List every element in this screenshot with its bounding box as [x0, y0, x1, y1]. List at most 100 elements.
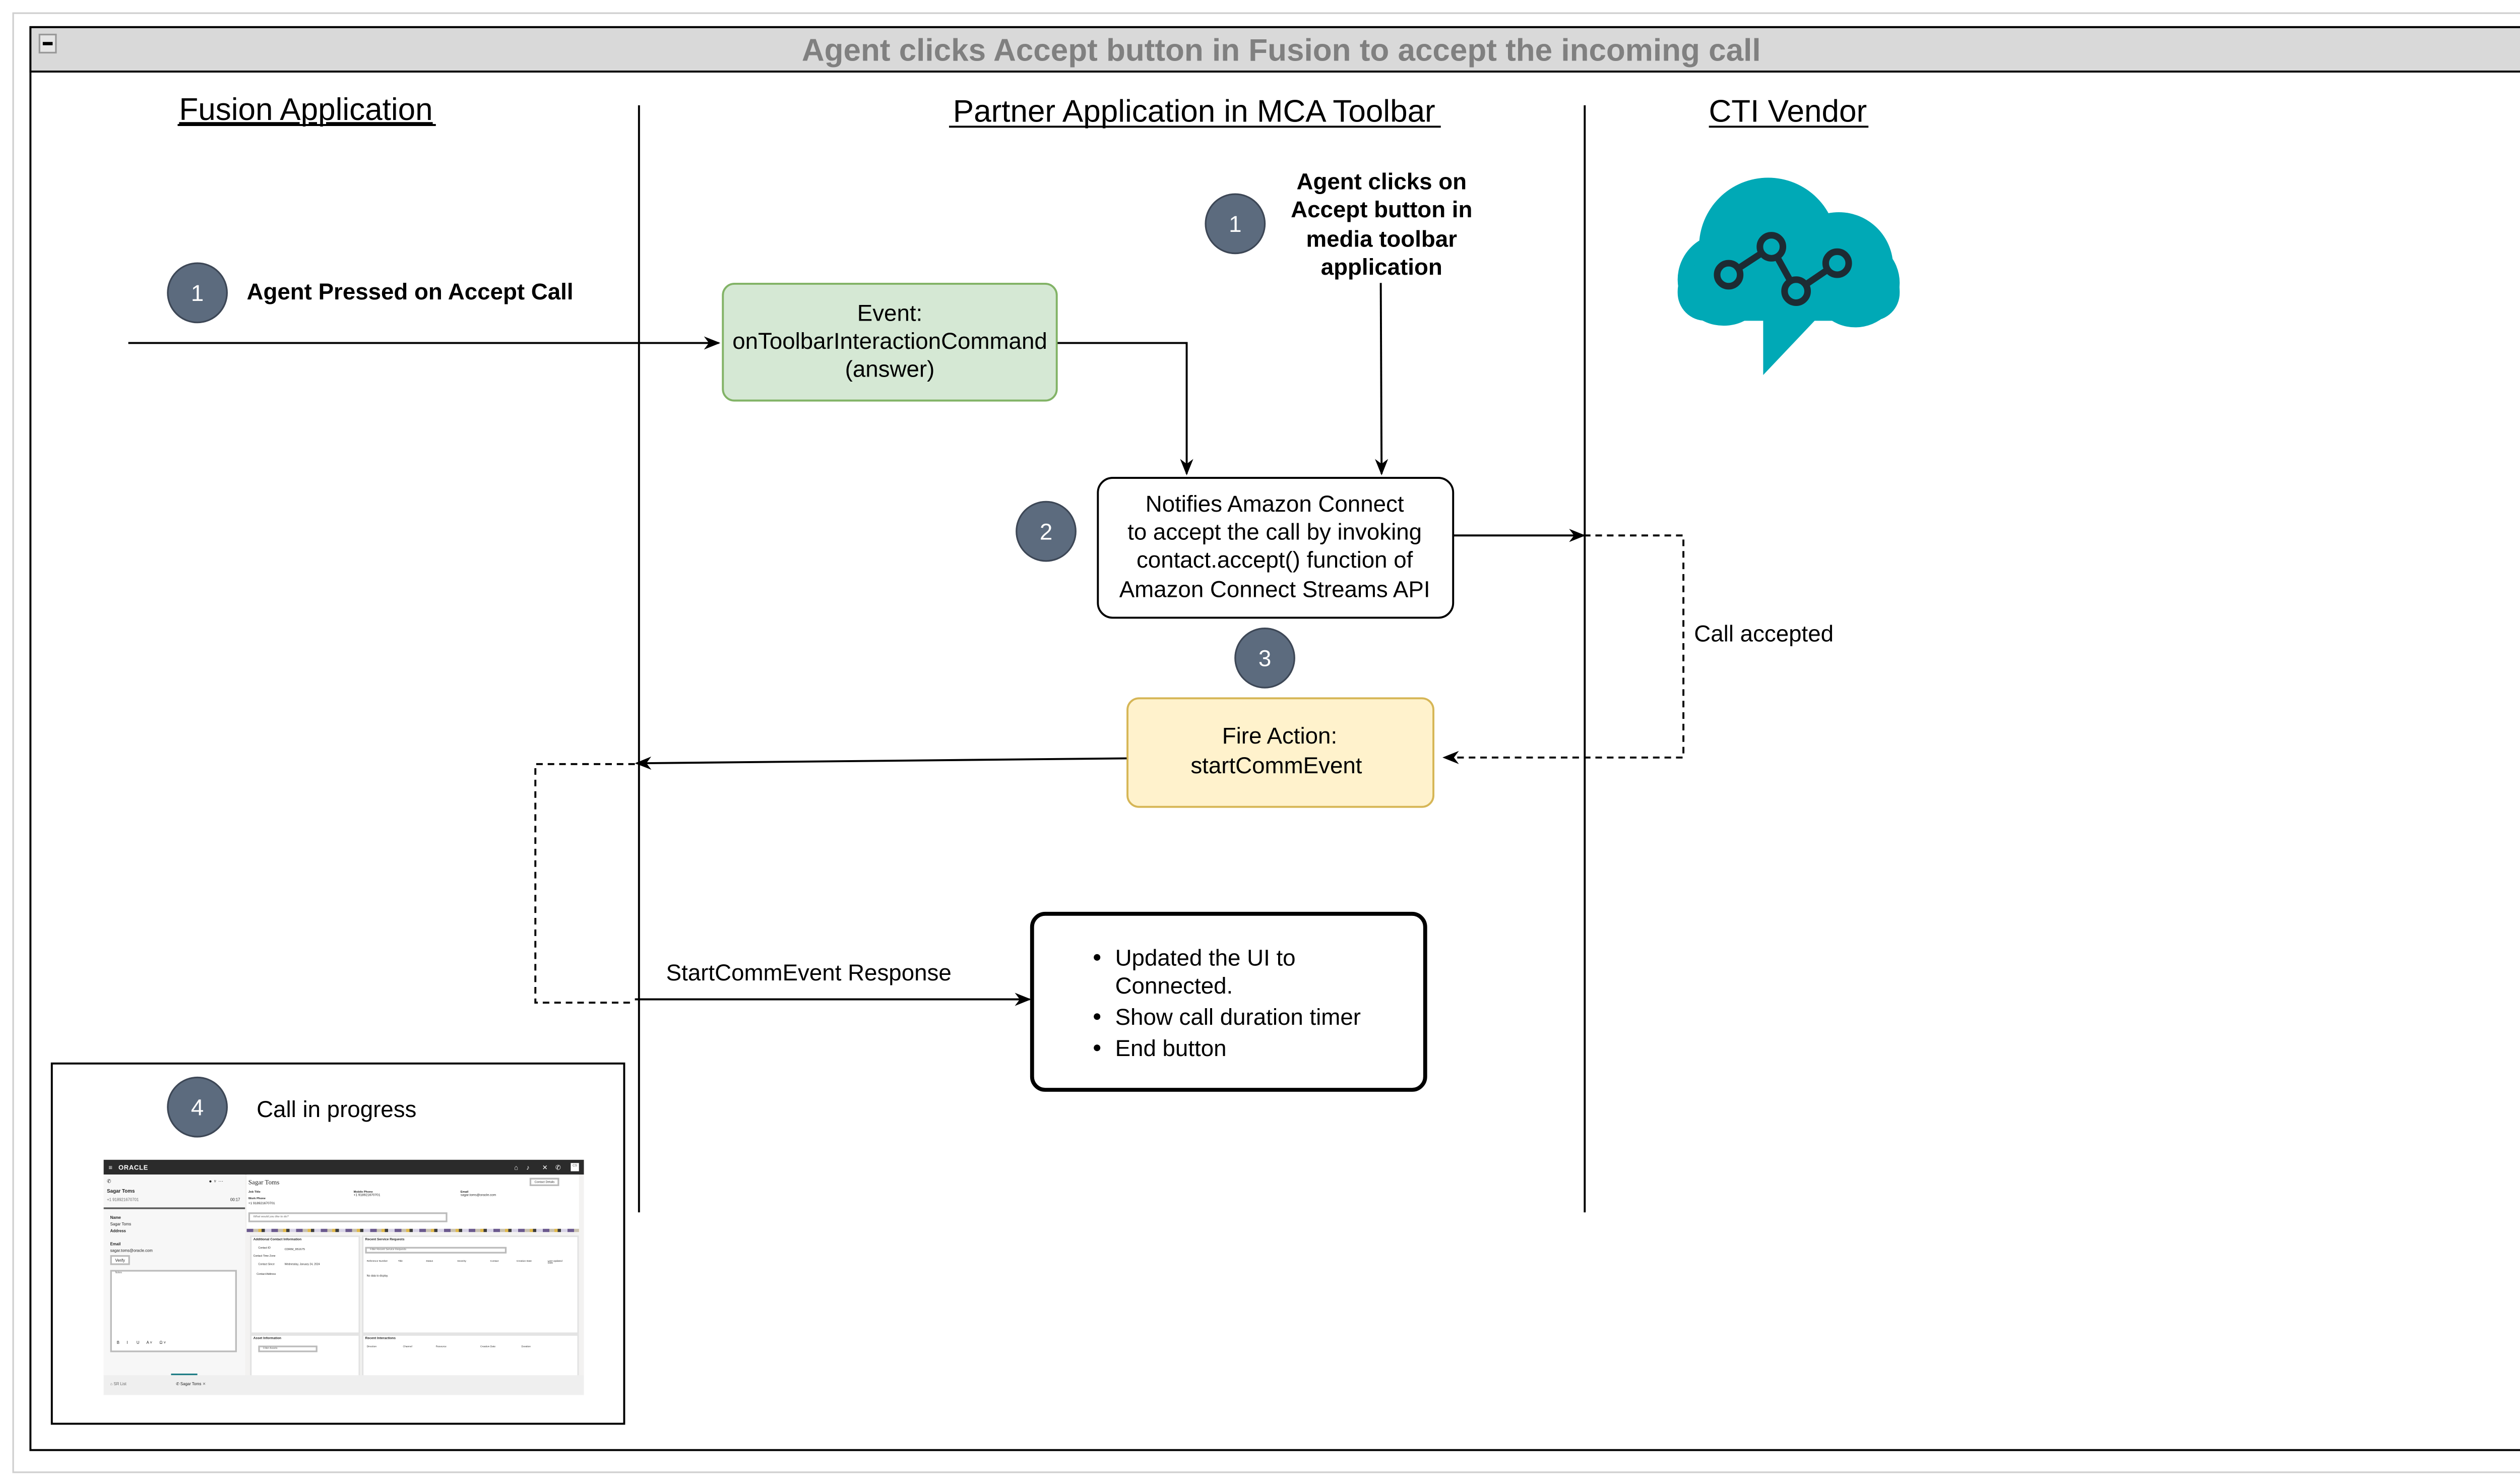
active-tab-indicator: [171, 1373, 198, 1376]
app-header: ≡ ORACLE ⌂ ♪ ✕ ✆ CS: [103, 1159, 584, 1175]
address-label: Contact Address: [257, 1275, 276, 1277]
arrow-call-accepted: [1442, 534, 1685, 764]
column-header[interactable]: Reference Number: [366, 1262, 388, 1264]
column-header[interactable]: Resource: [435, 1347, 447, 1349]
since-label: Contact Since: [258, 1265, 275, 1267]
bell-icon: ♪: [526, 1163, 530, 1171]
card-title: Asset Information: [253, 1337, 282, 1341]
call-accepted-label: Call accepted: [1694, 621, 1834, 647]
special-char-button[interactable]: Ω ˅: [159, 1340, 166, 1346]
contact-page: Sagar Toms Contact Details Job Title Wor…: [246, 1174, 579, 1379]
step-badge-2: 2: [1016, 501, 1077, 562]
dashed-response-loop: [534, 763, 635, 1004]
contact-id-label: Contact ID: [258, 1248, 271, 1251]
address-label: Address: [110, 1228, 126, 1234]
arrow-click-to-notify: [1375, 283, 1389, 476]
tab-sagar-toms[interactable]: ✆ Sagar Toms ✕: [176, 1382, 206, 1387]
card-title: Recent Interactions: [365, 1337, 396, 1341]
svg-text:Updated the UI to: Updated the UI to: [1115, 945, 1296, 971]
svg-text:Notifies Amazon Connect: Notifies Amazon Connect: [1146, 491, 1404, 517]
column-header[interactable]: Direction: [366, 1347, 377, 1349]
svg-text:contact.accept() function of: contact.accept() function of: [1137, 547, 1413, 573]
lane-cti-title: CTI Vendor: [1709, 94, 1867, 129]
svg-text:Event:: Event:: [857, 300, 922, 326]
card-title: Additional Contact Information: [253, 1239, 302, 1242]
step-badge-4: 4: [167, 1076, 228, 1138]
name-label: Name: [110, 1215, 121, 1221]
bold-button[interactable]: B: [116, 1340, 119, 1346]
svg-text:startCommEvent: startCommEvent: [1190, 753, 1362, 778]
mobile-phone-label: Mobile Phone: [353, 1190, 373, 1194]
sr-filter-input[interactable]: Filter Recent Service Requests: [365, 1247, 507, 1254]
asset-filter-input[interactable]: Filter Assets: [258, 1345, 318, 1352]
svg-text:3: 3: [1258, 646, 1271, 671]
contact-title: Sagar Toms: [248, 1178, 280, 1186]
svg-text:Show call duration timer: Show call duration timer: [1115, 1004, 1361, 1030]
tab-label: SR List: [113, 1382, 127, 1387]
mobile-phone: +1 918921670701: [353, 1194, 381, 1198]
column-header[interactable]: Last Updated Date: [547, 1262, 562, 1265]
end-call-icon: ✕: [542, 1163, 548, 1171]
column-header[interactable]: Title: [398, 1262, 403, 1264]
contact-details-button[interactable]: Contact Details: [529, 1178, 560, 1186]
notes-field[interactable]: Notes B I U A ˅ Ω ˅: [110, 1270, 237, 1352]
asset-card: Asset Information Filter Assets: [250, 1334, 360, 1379]
interactions-card: Recent Interactions Direction Channel Re…: [361, 1334, 579, 1379]
email-value: sagar.toms@oracle.com: [110, 1248, 153, 1253]
call-timer: 00:17: [230, 1197, 240, 1203]
tab-bar: ⌂ SR List ✆ Sagar Toms ✕: [103, 1375, 584, 1395]
service-requests-card: Recent Service Requests Filter Recent Se…: [361, 1235, 579, 1334]
column-header[interactable]: Channel: [403, 1347, 412, 1349]
svg-text:to accept the call by invoking: to accept the call by invoking: [1127, 519, 1422, 544]
work-phone: +1 918921670701: [248, 1201, 275, 1205]
lane-fusion-title: Fusion Application: [179, 92, 432, 127]
response-label: StartCommEvent Response: [666, 960, 952, 985]
email: sagar.toms@oracle.com: [460, 1194, 496, 1198]
verify-button[interactable]: Verify: [110, 1255, 130, 1265]
contact-id: CDRM_951675: [284, 1248, 305, 1252]
ask-input[interactable]: What would you like to do?: [248, 1212, 448, 1222]
empty-message: No data to display.: [366, 1276, 389, 1278]
column-header[interactable]: Status: [426, 1262, 433, 1264]
svg-text:Agent clicks on: Agent clicks on: [1296, 168, 1467, 194]
job-title-label: Job Title: [248, 1190, 261, 1194]
frame-header: [29, 26, 2520, 73]
since-value: Wednesday, January 24, 2024: [284, 1265, 320, 1267]
cloud-network-icon: [1677, 177, 1900, 376]
svg-text:media toolbar: media toolbar: [1306, 226, 1458, 252]
underline-button[interactable]: U: [136, 1340, 140, 1346]
column-header[interactable]: Creation Date: [516, 1262, 532, 1264]
column-header[interactable]: Contact: [490, 1262, 499, 1264]
svg-text:Connected.: Connected.: [1115, 973, 1233, 999]
notes-placeholder: Notes: [115, 1273, 122, 1275]
step-badge-1-partner: 1: [1205, 193, 1266, 255]
svg-text:Amazon Connect Streams API: Amazon Connect Streams API: [1119, 577, 1430, 602]
call-controls-icon: ● ♆ ⋯: [209, 1178, 223, 1185]
partner-step-1-label: Agent clicks on Accept button in media t…: [1291, 168, 1472, 280]
close-icon[interactable]: ✕: [202, 1382, 206, 1387]
fire-action-box: Fire Action: startCommEvent: [1126, 697, 1435, 808]
email-label: Email: [110, 1242, 121, 1247]
fusion-screenshot: ≡ ORACLE ⌂ ♪ ✕ ✆ CS ✆ ● ♆ ⋯ Sagar Toms +…: [103, 1159, 584, 1395]
decorative-banner: [246, 1228, 579, 1232]
font-color-button[interactable]: A ˅: [146, 1340, 152, 1346]
oracle-logo: ORACLE: [118, 1163, 149, 1171]
user-avatar: CS: [571, 1163, 579, 1171]
step-1-label: Agent Pressed on Accept Call: [247, 279, 574, 304]
column-header[interactable]: Severity: [457, 1262, 466, 1264]
column-header[interactable]: Duration: [521, 1347, 531, 1349]
step-4-label: Call in progress: [257, 1096, 416, 1122]
italic-button[interactable]: I: [127, 1340, 128, 1346]
tab-sr-list[interactable]: ⌂ SR List: [110, 1382, 127, 1387]
column-header[interactable]: Creation Date: [480, 1347, 496, 1349]
svg-text:Accept button in: Accept button in: [1291, 197, 1472, 222]
lane-partner-title: Partner Application in MCA Toolbar: [953, 94, 1435, 129]
svg-text:End button: End button: [1115, 1035, 1227, 1061]
minus-icon[interactable]: [38, 33, 57, 54]
hamburger-icon: ≡: [108, 1163, 113, 1171]
card-title: Recent Service Requests: [365, 1239, 405, 1242]
phone-icon: ✆: [107, 1178, 111, 1185]
caller-phone: +1 918921670701: [107, 1197, 139, 1203]
